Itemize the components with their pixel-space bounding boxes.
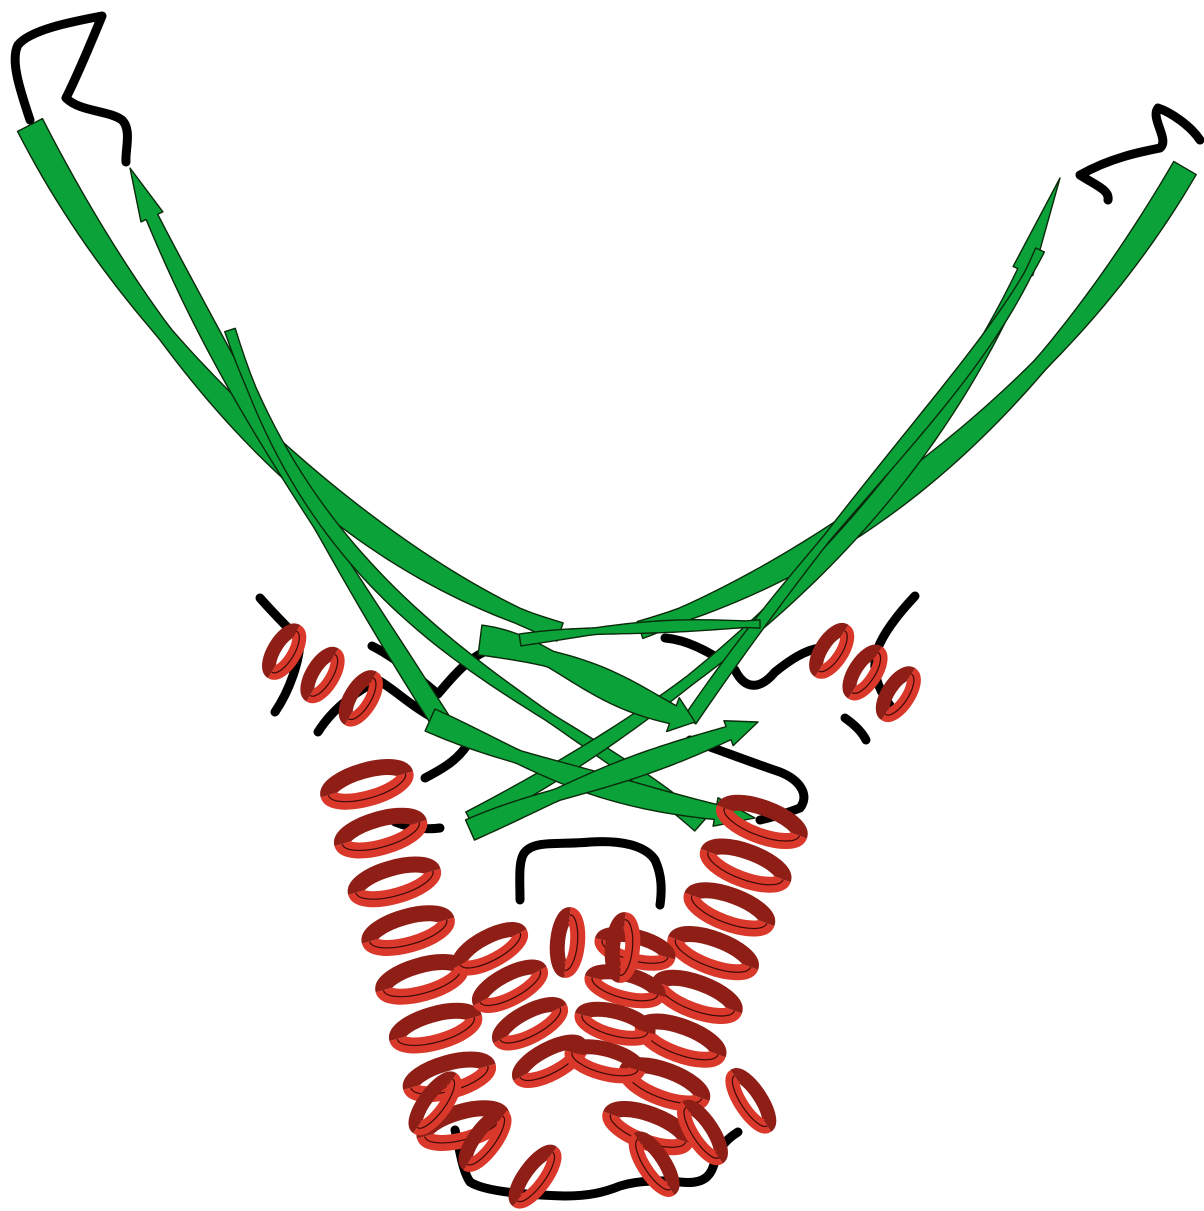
coil-loops	[15, 16, 1200, 1196]
alpha-helices	[263, 625, 920, 1207]
coil-center-box	[520, 842, 661, 905]
helix-center-right	[569, 928, 671, 1081]
coil-right-tail	[845, 718, 866, 740]
beta-strand-1	[18, 119, 564, 642]
beta-strand-2	[130, 168, 448, 725]
beta-strand-4	[637, 161, 1196, 638]
helix-right-top	[810, 625, 920, 719]
beta-strand-5	[466, 178, 1060, 828]
beta-sheet	[18, 119, 1197, 840]
